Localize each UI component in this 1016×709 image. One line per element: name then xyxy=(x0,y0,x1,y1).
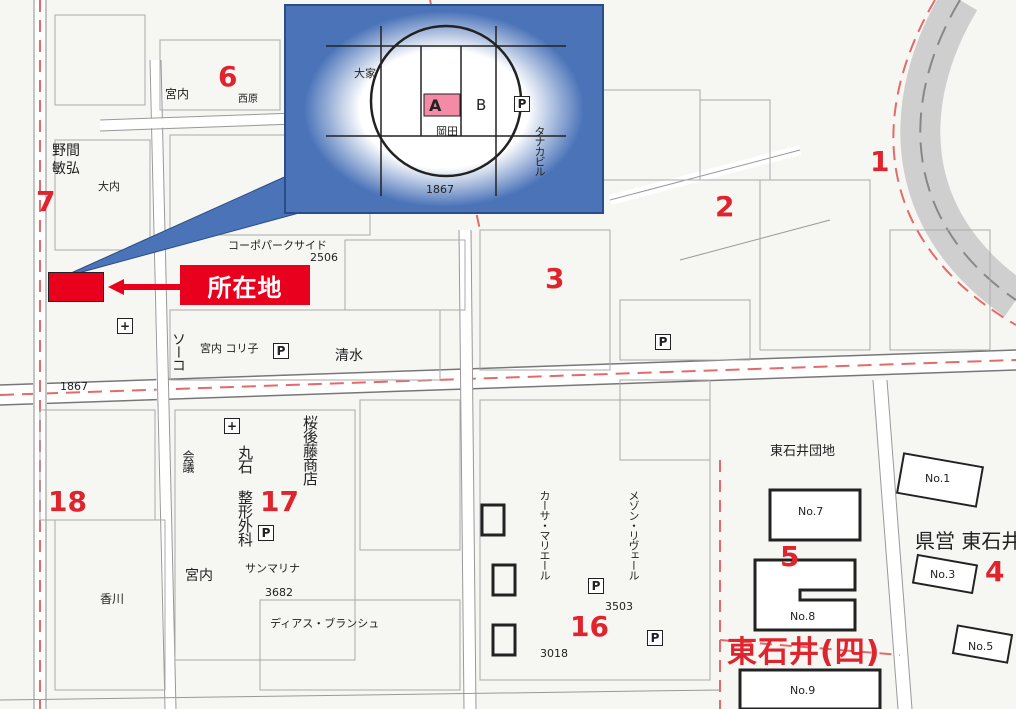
label-no5: No.5 xyxy=(968,640,994,653)
inset-lot-b-letter: B xyxy=(476,96,487,114)
label-3682: 3682 xyxy=(265,586,293,599)
inset-text-1: 大家 xyxy=(354,67,376,80)
block-number-16: 16 xyxy=(570,610,609,643)
district-name: 東石井(四) xyxy=(727,635,881,670)
parking-icon: P xyxy=(588,578,604,594)
label-soko: ソーコ xyxy=(170,332,186,371)
location-label: 所在地 xyxy=(180,265,310,305)
label-miyauchi-koriko: 宮内 コリ子 xyxy=(200,342,259,355)
label-ouchi: 大内 xyxy=(98,180,120,193)
label-nishihara: 西原 xyxy=(238,94,258,105)
label-sanmarina: サンマリナ xyxy=(245,562,300,575)
label-kagawa: 香川 xyxy=(100,592,125,606)
label-no1: No.1 xyxy=(925,472,951,485)
label-shimizu: 清水 xyxy=(335,348,363,364)
label-1867: 1867 xyxy=(60,380,88,393)
hospital-icon: + xyxy=(224,418,240,434)
block-number-2: 2 xyxy=(715,190,735,223)
label-kenei: 県営 東石井 xyxy=(915,529,1016,553)
block-number-4: 4 xyxy=(985,555,1005,588)
label-maison-riviere: メゾン・リヴェール xyxy=(627,490,640,580)
label-casa-mariel: カーサ・マリエール xyxy=(538,490,551,580)
label-higashi-ishii-danchi: 東石井団地 xyxy=(770,444,836,459)
inset-text-3: タナカビル xyxy=(533,126,546,176)
label-3018: 3018 xyxy=(540,647,568,660)
inset-zoom-map xyxy=(304,11,584,207)
inset-zoom-box: A B P 1867 大家 岡田 タナカビル xyxy=(284,4,604,214)
parking-icon: P xyxy=(273,343,289,359)
inset-text-2: 岡田 xyxy=(436,125,458,138)
block-number-5: 5 xyxy=(780,540,800,573)
label-sakura-goto: 桜後藤商店 xyxy=(301,415,319,485)
block-number-1: 1 xyxy=(870,145,890,178)
hospital-icon: + xyxy=(117,318,133,334)
parking-icon: P xyxy=(647,630,663,646)
label-toshihiro: 敏弘 xyxy=(52,161,80,177)
label-miyauchi-2: 宮内 xyxy=(185,568,213,584)
parking-icon: P xyxy=(258,525,274,541)
block-number-7: 7 xyxy=(36,185,56,218)
label-miyauchi: 宮内 xyxy=(165,87,190,101)
label-corpo-parkside: コーポパークサイド xyxy=(228,239,327,252)
location-marker[interactable] xyxy=(48,272,104,302)
label-noma: 野間 xyxy=(52,143,80,159)
block-number-18: 18 xyxy=(48,485,87,518)
label-maruishi-clinic: 丸石 整形外科 xyxy=(236,445,254,546)
label-kaigi: 会議 xyxy=(181,450,195,472)
parking-icon: P xyxy=(655,334,671,350)
inset-parking-icon: P xyxy=(514,96,530,112)
label-dias-blanche: ディアス・ブランシュ xyxy=(270,617,380,630)
label-no8: No.8 xyxy=(790,610,816,623)
block-number-6: 6 xyxy=(218,60,238,93)
label-2506: 2506 xyxy=(310,251,338,264)
inset-lot-a-letter: A xyxy=(429,96,442,115)
inset-number: 1867 xyxy=(426,183,454,196)
block-number-17: 17 xyxy=(260,485,299,518)
label-3503: 3503 xyxy=(605,600,633,613)
label-no3: No.3 xyxy=(930,568,956,581)
label-no7: No.7 xyxy=(798,505,824,518)
block-number-3: 3 xyxy=(545,262,565,295)
label-no9: No.9 xyxy=(790,684,816,697)
